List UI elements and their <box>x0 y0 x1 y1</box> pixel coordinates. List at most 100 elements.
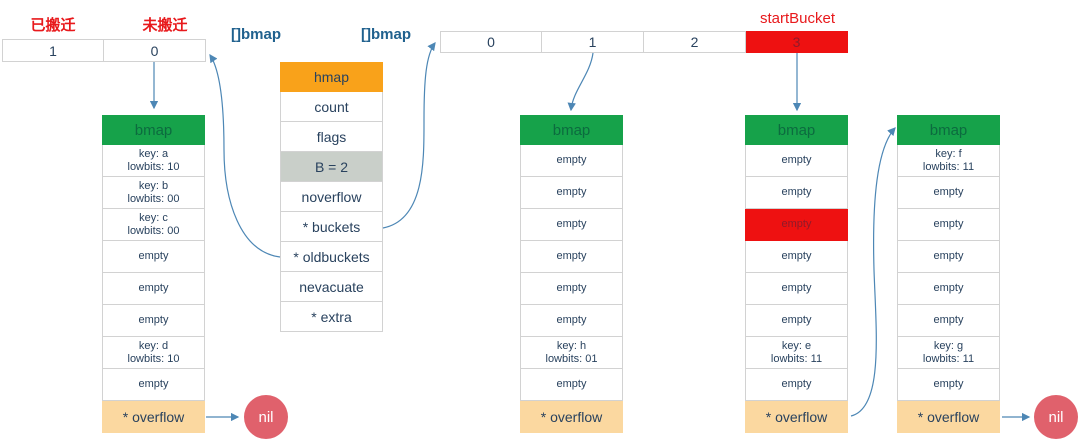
slot-line: empty <box>556 218 587 230</box>
slot-empty: empty <box>897 273 1000 305</box>
slot-line: empty <box>138 282 169 294</box>
nil-node-left: nil <box>244 395 288 439</box>
slot-empty: empty <box>102 305 205 337</box>
slot-empty: empty <box>745 241 848 273</box>
hmap-field-nevacuate: nevacuate <box>280 272 383 302</box>
bmap-header: bmap <box>102 115 205 145</box>
slot-line: lowbits: 10 <box>127 160 180 173</box>
hmap-field-b2: B = 2 <box>280 152 383 182</box>
slot-line: lowbits: 10 <box>127 352 180 365</box>
hmap-field-noverflow: noverflow <box>280 182 383 212</box>
slot-empty: empty <box>520 241 623 273</box>
slot-line: key: a <box>138 147 169 160</box>
slot-line: empty <box>138 250 169 262</box>
slot-line: empty <box>933 250 964 262</box>
slot-line: empty <box>933 378 964 390</box>
slot-line: empty <box>556 282 587 294</box>
slot-line: empty <box>138 314 169 326</box>
hmap-field-oldbuckets: * oldbuckets <box>280 242 383 272</box>
slot-empty: empty <box>897 177 1000 209</box>
evacuated-count-cell: 1 <box>2 39 104 62</box>
slot-line: key: f <box>935 147 962 160</box>
slot-empty: empty <box>102 241 205 273</box>
slot-line: empty <box>933 218 964 230</box>
bucket-index-0: 0 <box>440 31 542 53</box>
bucket-index-3: 3 <box>746 31 848 53</box>
hmap-struct-header: hmap <box>280 62 383 92</box>
slot-line: lowbits: 11 <box>770 352 823 365</box>
slot-line: key: g <box>933 339 964 352</box>
slot-line: empty <box>781 154 812 166</box>
arrow-overflow-to-overflow-bucket <box>850 127 896 417</box>
slot-empty: empty <box>520 273 623 305</box>
slot-empty: empty <box>745 369 848 401</box>
slot-empty: empty <box>520 145 623 177</box>
slot-empty: empty <box>745 145 848 177</box>
overflow-pointer-cell: * overflow <box>897 401 1000 433</box>
slot-line: empty <box>781 282 812 294</box>
arrow-index1-to-bucket1 <box>567 52 594 112</box>
slot-line: key: b <box>138 179 169 192</box>
new-bucket-1-column: bmap empty empty empty empty empty empty key: h… <box>520 115 623 433</box>
slot-line: key: c <box>139 211 168 224</box>
slot-line: empty <box>556 378 587 390</box>
slot-line: empty <box>556 314 587 326</box>
slot-line: empty <box>781 250 812 262</box>
slot-empty-evacuated: empty <box>745 209 848 241</box>
slot-empty: empty <box>745 305 848 337</box>
slot-line: empty <box>556 250 587 262</box>
slot-empty: empty <box>520 209 623 241</box>
slot-empty: empty <box>897 369 1000 401</box>
hmap-field-count: count <box>280 92 383 122</box>
oldbuckets-slice-label: []bmap <box>231 26 281 43</box>
slot-line: empty <box>781 186 812 198</box>
slot-line: lowbits: 00 <box>127 192 180 205</box>
overflow-pointer-cell: * overflow <box>102 401 205 433</box>
slot-line: empty <box>556 186 587 198</box>
slot-line: lowbits: 11 <box>922 352 975 365</box>
hmap-field-buckets: * buckets <box>280 212 383 242</box>
slot-empty: empty <box>897 305 1000 337</box>
slot-empty: empty <box>520 369 623 401</box>
slot-line: key: d <box>138 339 169 352</box>
bmap-header: bmap <box>897 115 1000 145</box>
slot-line: empty <box>781 378 812 390</box>
bucket-index-1: 1 <box>542 31 644 53</box>
slot-empty: empty <box>520 305 623 337</box>
slot-line: empty <box>781 314 812 326</box>
bmap-header: bmap <box>520 115 623 145</box>
hmap-field-extra: * extra <box>280 302 383 332</box>
slot-line: lowbits: 00 <box>127 224 180 237</box>
slot-line: lowbits: 01 <box>545 352 598 365</box>
slot-empty: empty <box>897 241 1000 273</box>
not-evacuated-label: 未搬迁 <box>142 17 188 34</box>
arrow-buckets-pointer <box>382 41 436 229</box>
slot-line: empty <box>556 154 587 166</box>
overflow-pointer-cell: * overflow <box>520 401 623 433</box>
buckets-slice-label: []bmap <box>361 26 411 43</box>
start-bucket-label: startBucket <box>759 10 836 27</box>
hmap-field-flags: flags <box>280 122 383 152</box>
slot-empty: empty <box>520 177 623 209</box>
slot-empty: empty <box>102 369 205 401</box>
evacuation-progress-table: 1 0 <box>2 39 206 62</box>
slot-line: empty <box>933 282 964 294</box>
bucket-index-2: 2 <box>644 31 746 53</box>
not-evacuated-count-cell: 0 <box>104 39 206 62</box>
evacuated-label: 已搬迁 <box>30 17 76 34</box>
arrow-oldbuckets-pointer <box>209 53 281 258</box>
slot-line: empty <box>933 186 964 198</box>
